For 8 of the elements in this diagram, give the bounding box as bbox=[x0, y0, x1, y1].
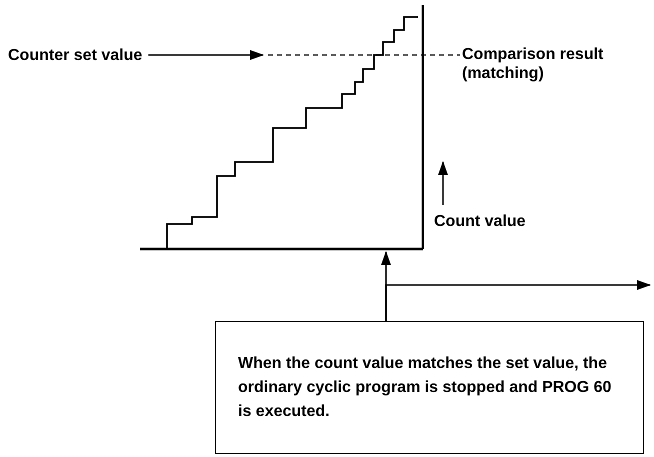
annotation-text: Comparison result (matching) bbox=[462, 45, 604, 83]
dashed-line bbox=[268, 54, 460, 56]
axis-label: Count value bbox=[434, 212, 526, 231]
note-box bbox=[215, 321, 644, 454]
note-text: When the count value matches the set value, the ordinary cyclic program is stopped and PROG 60 is executed. bbox=[238, 354, 612, 422]
arrow bbox=[148, 50, 264, 60]
annotation-text: Counter set value bbox=[8, 46, 142, 65]
arrow bbox=[385, 280, 651, 321]
